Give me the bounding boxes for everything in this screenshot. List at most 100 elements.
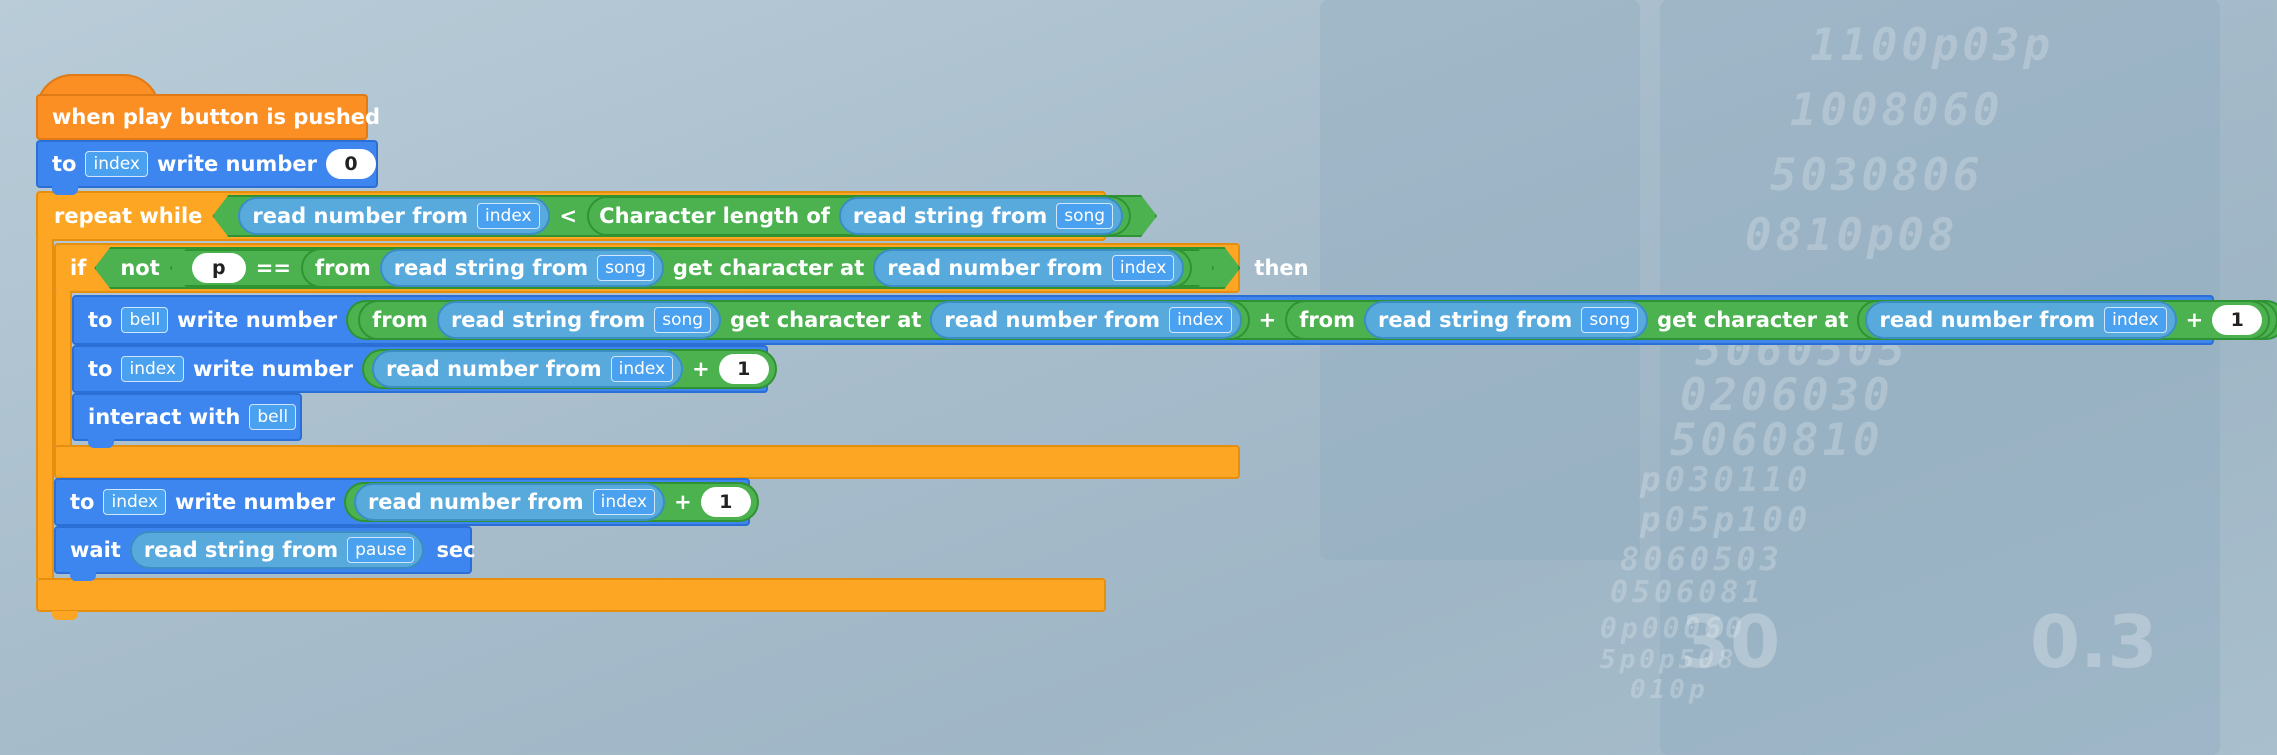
plus-operator: + [692, 357, 710, 381]
reporter-label: read number from [252, 204, 469, 228]
character-length-label: Character length of [599, 204, 830, 228]
wait-block[interactable]: wait read string from pause sec [54, 526, 476, 574]
variable-index[interactable]: index [592, 489, 656, 515]
not-block[interactable]: not p == from read string from song get … [94, 247, 1240, 289]
variable-index[interactable]: index [2104, 307, 2167, 333]
wait-label: wait [70, 538, 121, 562]
plus-operator: + [674, 490, 692, 514]
increment-index-block[interactable]: to index write number read number from i… [72, 345, 777, 393]
reporter-read-number[interactable]: read number from index [1865, 301, 2177, 339]
repeat-arm [36, 239, 54, 579]
variable-index[interactable]: index [121, 356, 184, 382]
from-label: from [1299, 308, 1355, 332]
block-notch [70, 572, 96, 581]
if-block[interactable]: if not p == from read string from song g… [54, 243, 1309, 293]
variable-index[interactable]: index [1112, 255, 1175, 281]
if-footer [54, 445, 1240, 479]
variable-bell[interactable]: bell [121, 307, 169, 333]
reporter-label: read string from [450, 308, 646, 332]
event-label: when play button is pushed [52, 105, 381, 129]
bg-panel-left [1320, 0, 1640, 560]
set-index-block[interactable]: to index write number 0 [36, 140, 378, 188]
reporter-read-number[interactable]: read number from index [371, 350, 684, 388]
add-operator-block[interactable]: read number from index + 1 [1857, 300, 2271, 340]
add-operator-block[interactable]: from read string from song get character… [346, 300, 2277, 340]
get-character-block[interactable]: from read string from song get character… [358, 300, 1250, 340]
repeat-bottom-notch [52, 611, 78, 620]
to-label: to [88, 357, 113, 381]
repeat-while-block[interactable]: repeat while read number from index < Ch… [36, 191, 1106, 241]
to-label: to [70, 490, 95, 514]
reporter-label: read number from [367, 490, 584, 514]
write-number-label: write number [174, 490, 335, 514]
reporter-read-string[interactable]: read string from song [436, 301, 722, 339]
bg-number: 5p0p508 [1600, 645, 1738, 675]
bg-number: 0p00060 [1600, 612, 1747, 645]
set-bell-block[interactable]: to bell write number from read string fr… [72, 295, 2277, 345]
bg-number: 010p [1630, 675, 1709, 705]
bg-number: 0506081 [1610, 575, 1765, 610]
reporter-label: read number from [1879, 308, 2096, 332]
variable-song[interactable]: song [597, 255, 654, 281]
get-character-label: get character at [672, 256, 865, 280]
get-character-block[interactable]: from read string from song get character… [1285, 300, 2277, 340]
bg-big-decimal: 0.3 [2030, 600, 2158, 684]
variable-index[interactable]: index [610, 356, 674, 382]
plus-operator: + [2185, 308, 2204, 332]
from-label: from [372, 308, 428, 332]
equals-block[interactable]: p == from read string from song get char… [170, 249, 1215, 287]
reporter-read-string[interactable]: read string from song [380, 249, 664, 287]
if-arm [54, 291, 72, 447]
less-than-operator: < [559, 204, 578, 228]
reporter-label: read string from [143, 538, 339, 562]
variable-song[interactable]: song [1056, 203, 1113, 229]
bg-number: 1100p03p [1810, 20, 2054, 71]
from-label: from [314, 256, 371, 280]
number-input[interactable]: 1 [700, 487, 751, 517]
variable-song[interactable]: song [654, 307, 712, 333]
reporter-read-number[interactable]: read number from index [353, 483, 666, 521]
variable-song[interactable]: song [1581, 307, 1639, 333]
variable-index[interactable]: index [85, 151, 148, 177]
number-input[interactable]: 1 [718, 354, 769, 384]
bg-number: 1008060 [1790, 85, 2004, 136]
reporter-read-number[interactable]: read number from index [238, 197, 549, 235]
reporter-label: read string from [393, 256, 589, 280]
repeat-footer [36, 578, 1106, 612]
block-notch [52, 186, 78, 195]
interact-with-block[interactable]: interact with bell [72, 393, 302, 441]
when-play-pushed-block[interactable]: when play button is pushed [36, 94, 380, 140]
reporter-read-number[interactable]: read number from index [873, 249, 1184, 287]
increment-index-block[interactable]: to index write number read number from i… [54, 478, 759, 526]
repeat-while-label: repeat while [54, 204, 203, 228]
bg-number: p030110 [1640, 460, 1812, 500]
character-length-block[interactable]: Character length of read string from son… [587, 196, 1131, 236]
get-character-label: get character at [730, 308, 922, 332]
variable-bell[interactable]: bell [249, 404, 297, 430]
variable-pause[interactable]: pause [347, 537, 415, 563]
write-number-label: write number [192, 357, 353, 381]
reporter-read-string[interactable]: read string from song [839, 197, 1123, 235]
reporter-read-string[interactable]: read string from pause [129, 531, 425, 569]
bg-number: 0810p08 [1745, 210, 1959, 261]
add-operator-block[interactable]: read number from index + 1 [343, 482, 759, 522]
reporter-label: read number from [385, 357, 602, 381]
then-label: then [1254, 256, 1309, 280]
reporter-label: read string from [852, 204, 1048, 228]
variable-index[interactable]: index [103, 489, 166, 515]
repeat-condition[interactable]: read number from index < Character lengt… [212, 195, 1157, 237]
bg-panel-right [1660, 0, 2220, 755]
value-input-p[interactable]: p [192, 253, 246, 283]
variable-index[interactable]: index [1169, 307, 1232, 333]
block-notch [88, 439, 114, 448]
reporter-read-number[interactable]: read number from index [930, 301, 1242, 339]
reporter-label: read string from [1378, 308, 1573, 332]
bg-number: 0206030 [1680, 370, 1894, 421]
number-input[interactable]: 0 [325, 149, 376, 179]
get-character-block[interactable]: from read string from song get character… [301, 248, 1192, 288]
variable-index[interactable]: index [477, 203, 540, 229]
number-input[interactable]: 1 [2212, 305, 2263, 335]
reporter-read-string[interactable]: read string from song [1364, 301, 1649, 339]
add-operator-block[interactable]: read number from index + 1 [361, 349, 777, 389]
